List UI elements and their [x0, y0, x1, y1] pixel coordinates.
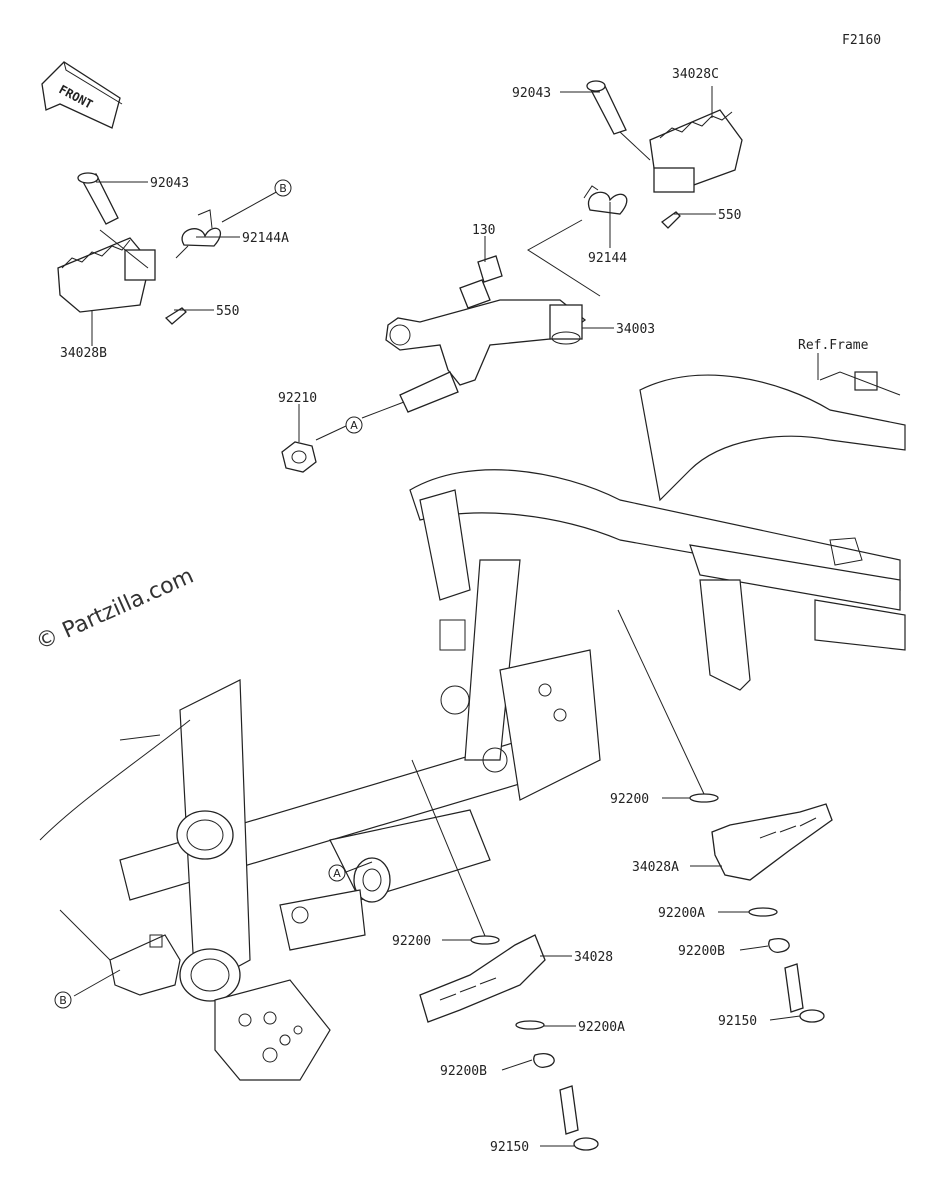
- label-92200A-center: 92200A: [578, 1020, 625, 1035]
- label-92150-center: 92150: [490, 1140, 529, 1155]
- spring-92144: [583, 185, 628, 215]
- washer-92200A-right: [748, 907, 778, 917]
- label-550-right: 550: [718, 208, 741, 223]
- footpeg-34028A: [711, 803, 833, 881]
- cotter-pin-550-left: [164, 307, 187, 325]
- label-92043-right: 92043: [512, 86, 551, 101]
- label-34028A: 34028A: [632, 860, 679, 875]
- part-labels: 92043 92144A 550 34028B 92043 34028C 550…: [60, 67, 757, 1155]
- ref-frame-label: Ref.Frame: [798, 338, 869, 353]
- label-92043-left: 92043: [150, 176, 189, 191]
- cotter-pin-550-right: [660, 211, 681, 229]
- label-92200B-center: 92200B: [440, 1064, 487, 1079]
- label-92200A-right: 92200A: [658, 906, 705, 921]
- label-34028: 34028: [574, 950, 613, 965]
- label-130: 130: [472, 223, 495, 238]
- callout-b-top: B: [274, 179, 292, 197]
- clip-92200B-right: [768, 938, 790, 953]
- washer-92200A-center: [515, 1020, 545, 1030]
- label-34003: 34003: [616, 322, 655, 337]
- svg-text:A: A: [350, 419, 358, 432]
- callout-b-lower: B: [54, 991, 72, 1009]
- svg-text:B: B: [59, 994, 67, 1007]
- nut-92210: [281, 441, 317, 473]
- footpeg-34028C: [649, 109, 743, 193]
- watermark: © Partzilla.com: [32, 564, 197, 656]
- clip-92200B-center: [533, 1053, 555, 1068]
- label-92144A: 92144A: [242, 231, 289, 246]
- leader-lines: [73, 86, 819, 1147]
- label-34028B: 34028B: [60, 346, 107, 361]
- front-arrow-icon: FRONT: [41, 61, 123, 129]
- spring-92144A: [175, 209, 221, 259]
- bracket-34003: [385, 299, 587, 413]
- label-34028C: 34028C: [672, 67, 719, 82]
- label-550-left: 550: [216, 304, 239, 319]
- label-92150-right: 92150: [718, 1014, 757, 1029]
- label-92144: 92144: [588, 251, 627, 266]
- frame-drawing: [39, 371, 906, 1081]
- label-92200B-right: 92200B: [678, 944, 725, 959]
- bolt-130: [459, 255, 503, 309]
- diagram-code: F2160: [842, 33, 881, 48]
- svg-text:B: B: [279, 182, 287, 195]
- washer-92200-right: [689, 793, 719, 803]
- callout-a-lower: A: [328, 864, 346, 882]
- pin-92043-left: [77, 172, 119, 225]
- washer-92200-center: [470, 935, 500, 945]
- pin-92150-right: [784, 963, 825, 1023]
- label-92200-right: 92200: [610, 792, 649, 807]
- footpeg-34028: [419, 934, 546, 1023]
- label-92210: 92210: [278, 391, 317, 406]
- label-92200-center: 92200: [392, 934, 431, 949]
- pin-92043-right: [586, 80, 627, 135]
- pin-92150-center: [559, 1085, 599, 1151]
- svg-text:A: A: [333, 867, 341, 880]
- callout-a-top: A: [345, 416, 363, 434]
- footpeg-34028B: [57, 237, 156, 313]
